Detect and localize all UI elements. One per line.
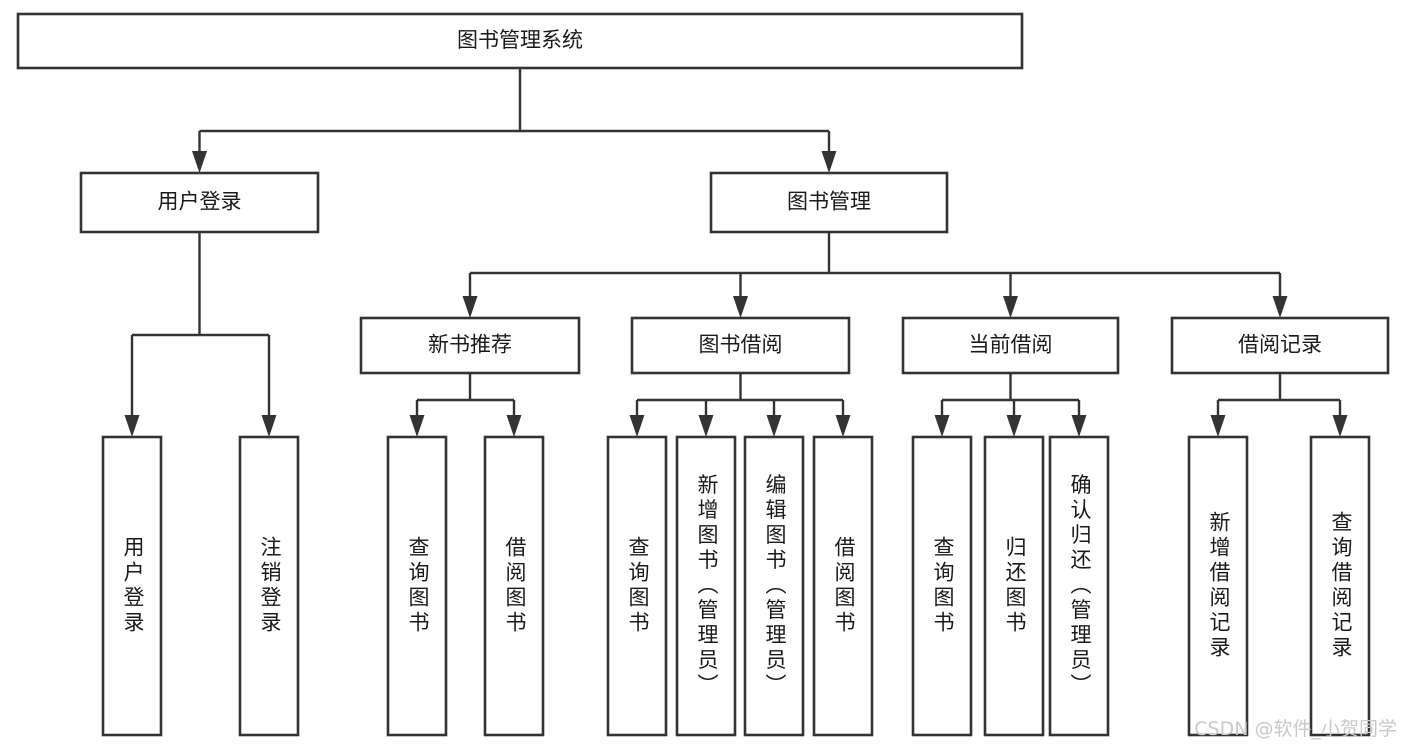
leaf-leaf-user-login-box[interactable] bbox=[101, 435, 163, 737]
leaf-leaf-edit-book[interactable]: 编辑图书（管理员） bbox=[743, 435, 805, 737]
leaf-leaf-query-book-2-box[interactable] bbox=[606, 435, 668, 737]
leaf-leaf-logout-box[interactable] bbox=[238, 435, 300, 737]
connector-arrow-icon bbox=[629, 415, 645, 437]
leaf-leaf-add-record-box[interactable] bbox=[1187, 435, 1249, 737]
connector-arrow-icon bbox=[934, 415, 950, 437]
leaf-leaf-confirm-return-box[interactable] bbox=[1048, 435, 1110, 737]
node-root-root-label: 图书管理系统 bbox=[457, 28, 583, 52]
node-book-borrow-label: 图书借阅 bbox=[699, 333, 783, 357]
node-book-manage[interactable]: 图书管理 bbox=[709, 171, 949, 234]
node-user-login[interactable]: 用户登录 bbox=[79, 171, 320, 234]
node-layer: 图书管理系统用户登录图书管理新书推荐图书借阅当前借阅借阅记录用户登录注销登录查询… bbox=[16, 12, 1390, 737]
connector-arrow-icon bbox=[409, 415, 425, 437]
node-borrow-record-label: 借阅记录 bbox=[1238, 333, 1322, 357]
leaf-leaf-query-record-label: 查询借阅记录 bbox=[1329, 511, 1353, 661]
leaf-leaf-query-book-3[interactable]: 查询图书 bbox=[911, 435, 973, 737]
node-new-book-recommend-box[interactable] bbox=[359, 316, 581, 375]
connector-arrow-icon bbox=[192, 151, 207, 173]
leaf-leaf-add-book-box[interactable] bbox=[675, 435, 737, 737]
leaf-leaf-query-book-2[interactable]: 查询图书 bbox=[606, 435, 668, 737]
connector-arrow-icon bbox=[1210, 415, 1226, 437]
leaf-leaf-add-book-label: 新增图书（管理员） bbox=[695, 474, 719, 699]
leaf-leaf-confirm-return-label: 确认归还（管理员） bbox=[1068, 474, 1092, 699]
leaf-leaf-borrow-book-1[interactable]: 借阅图书 bbox=[483, 435, 545, 737]
leaf-leaf-query-book-1-box[interactable] bbox=[386, 435, 448, 737]
connector-arrow-icon bbox=[733, 296, 748, 318]
node-new-book-recommend[interactable]: 新书推荐 bbox=[359, 316, 581, 375]
leaf-leaf-logout[interactable]: 注销登录 bbox=[238, 435, 300, 737]
leaf-leaf-query-book-1[interactable]: 查询图书 bbox=[386, 435, 448, 737]
connector-arrow-icon bbox=[698, 415, 714, 437]
node-user-login-box[interactable] bbox=[79, 171, 320, 234]
leaf-leaf-return-book-label: 归还图书 bbox=[1003, 536, 1027, 636]
node-root-root[interactable]: 图书管理系统 bbox=[16, 12, 1024, 70]
leaf-leaf-add-book[interactable]: 新增图书（管理员） bbox=[675, 435, 737, 737]
leaf-leaf-borrow-book-2[interactable]: 借阅图书 bbox=[812, 435, 874, 737]
leaf-leaf-user-login-label: 用户登录 bbox=[121, 536, 145, 636]
leaf-leaf-borrow-book-2-label: 借阅图书 bbox=[832, 536, 856, 636]
node-root-root-box[interactable] bbox=[16, 12, 1024, 70]
node-borrow-record-box[interactable] bbox=[1170, 316, 1390, 375]
leaf-leaf-edit-book-label: 编辑图书（管理员） bbox=[763, 474, 787, 699]
leaf-leaf-query-record-box[interactable] bbox=[1309, 435, 1371, 737]
connector-arrow-icon bbox=[1272, 296, 1288, 318]
leaf-leaf-return-book[interactable]: 归还图书 bbox=[983, 435, 1045, 737]
leaf-leaf-logout-label: 注销登录 bbox=[258, 536, 282, 636]
connector-arrow-icon bbox=[462, 296, 478, 318]
node-book-manage-label: 图书管理 bbox=[787, 190, 871, 214]
leaf-leaf-confirm-return[interactable]: 确认归还（管理员） bbox=[1048, 435, 1110, 737]
node-user-login-label: 用户登录 bbox=[158, 190, 242, 214]
node-current-borrow[interactable]: 当前借阅 bbox=[901, 316, 1120, 375]
connector-layer bbox=[124, 68, 1348, 437]
connector-arrow-icon bbox=[821, 151, 837, 173]
connector-arrow-icon bbox=[1071, 415, 1087, 437]
leaf-leaf-query-book-1-label: 查询图书 bbox=[406, 536, 430, 636]
csdn-watermark: CSDN @软件_小贺同学 bbox=[1194, 718, 1397, 740]
connector-arrow-icon bbox=[124, 415, 140, 437]
leaf-leaf-borrow-book-1-box[interactable] bbox=[483, 435, 545, 737]
leaf-leaf-add-record-label: 新增借阅记录 bbox=[1207, 511, 1231, 661]
leaf-leaf-query-book-3-label: 查询图书 bbox=[931, 536, 955, 636]
connector-arrow-icon bbox=[506, 415, 522, 437]
node-current-borrow-label: 当前借阅 bbox=[969, 333, 1053, 357]
connector-arrow-icon bbox=[766, 415, 782, 437]
node-new-book-recommend-label: 新书推荐 bbox=[428, 333, 512, 357]
node-book-manage-box[interactable] bbox=[709, 171, 949, 234]
leaf-leaf-borrow-book-1-label: 借阅图书 bbox=[503, 536, 527, 636]
leaf-leaf-query-book-2-label: 查询图书 bbox=[626, 536, 650, 636]
connector-arrow-icon bbox=[835, 415, 851, 437]
node-book-borrow-box[interactable] bbox=[630, 316, 851, 375]
leaf-leaf-user-login[interactable]: 用户登录 bbox=[101, 435, 163, 737]
node-borrow-record[interactable]: 借阅记录 bbox=[1170, 316, 1390, 375]
leaf-leaf-query-book-3-box[interactable] bbox=[911, 435, 973, 737]
connector-arrow-icon bbox=[1006, 415, 1022, 437]
leaf-leaf-borrow-book-2-box[interactable] bbox=[812, 435, 874, 737]
leaf-leaf-add-record[interactable]: 新增借阅记录 bbox=[1187, 435, 1249, 737]
leaf-leaf-return-book-box[interactable] bbox=[983, 435, 1045, 737]
node-current-borrow-box[interactable] bbox=[901, 316, 1120, 375]
connector-arrow-icon bbox=[1003, 296, 1018, 318]
connector-arrow-icon bbox=[1332, 415, 1348, 437]
node-book-borrow[interactable]: 图书借阅 bbox=[630, 316, 851, 375]
leaf-leaf-query-record[interactable]: 查询借阅记录 bbox=[1309, 435, 1371, 737]
leaf-leaf-edit-book-box[interactable] bbox=[743, 435, 805, 737]
connector-arrow-icon bbox=[261, 415, 277, 437]
